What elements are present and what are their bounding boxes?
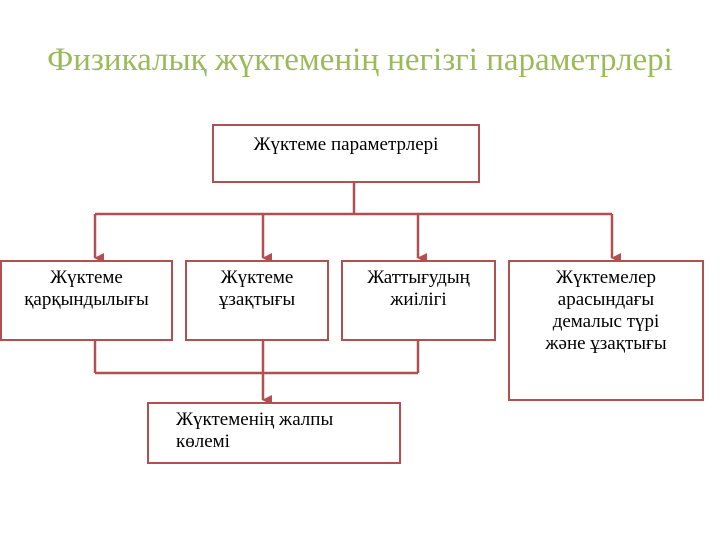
node-load-intensity-label: Жүктеме қарқындылығы bbox=[24, 267, 149, 310]
node-exercise-frequency-label: Жаттығудың жиілігі bbox=[367, 267, 470, 310]
node-load-duration-label: Жүктеме ұзақтығы bbox=[218, 267, 296, 310]
node-load-parameters-label: Жүктеме параметрлері bbox=[253, 134, 439, 155]
node-total-load-volume-label: Жүктеменің жалпы көлемі bbox=[176, 409, 334, 452]
node-exercise-frequency: Жаттығудың жиілігі bbox=[341, 260, 496, 341]
node-rest-type-duration: Жүктемелер арасындағы демалыс түрі және … bbox=[508, 260, 704, 401]
node-rest-type-duration-label: Жүктемелер арасындағы демалыс түрі және … bbox=[545, 267, 667, 354]
node-load-duration: Жүктеме ұзақтығы bbox=[185, 260, 329, 341]
node-total-load-volume: Жүктеменің жалпы көлемі bbox=[147, 402, 401, 464]
node-load-intensity: Жүктеме қарқындылығы bbox=[0, 260, 173, 341]
node-load-parameters: Жүктеме параметрлері bbox=[212, 124, 480, 183]
diagram-title: Физикалық жүктеменің негізгі параметрлер… bbox=[47, 42, 673, 78]
